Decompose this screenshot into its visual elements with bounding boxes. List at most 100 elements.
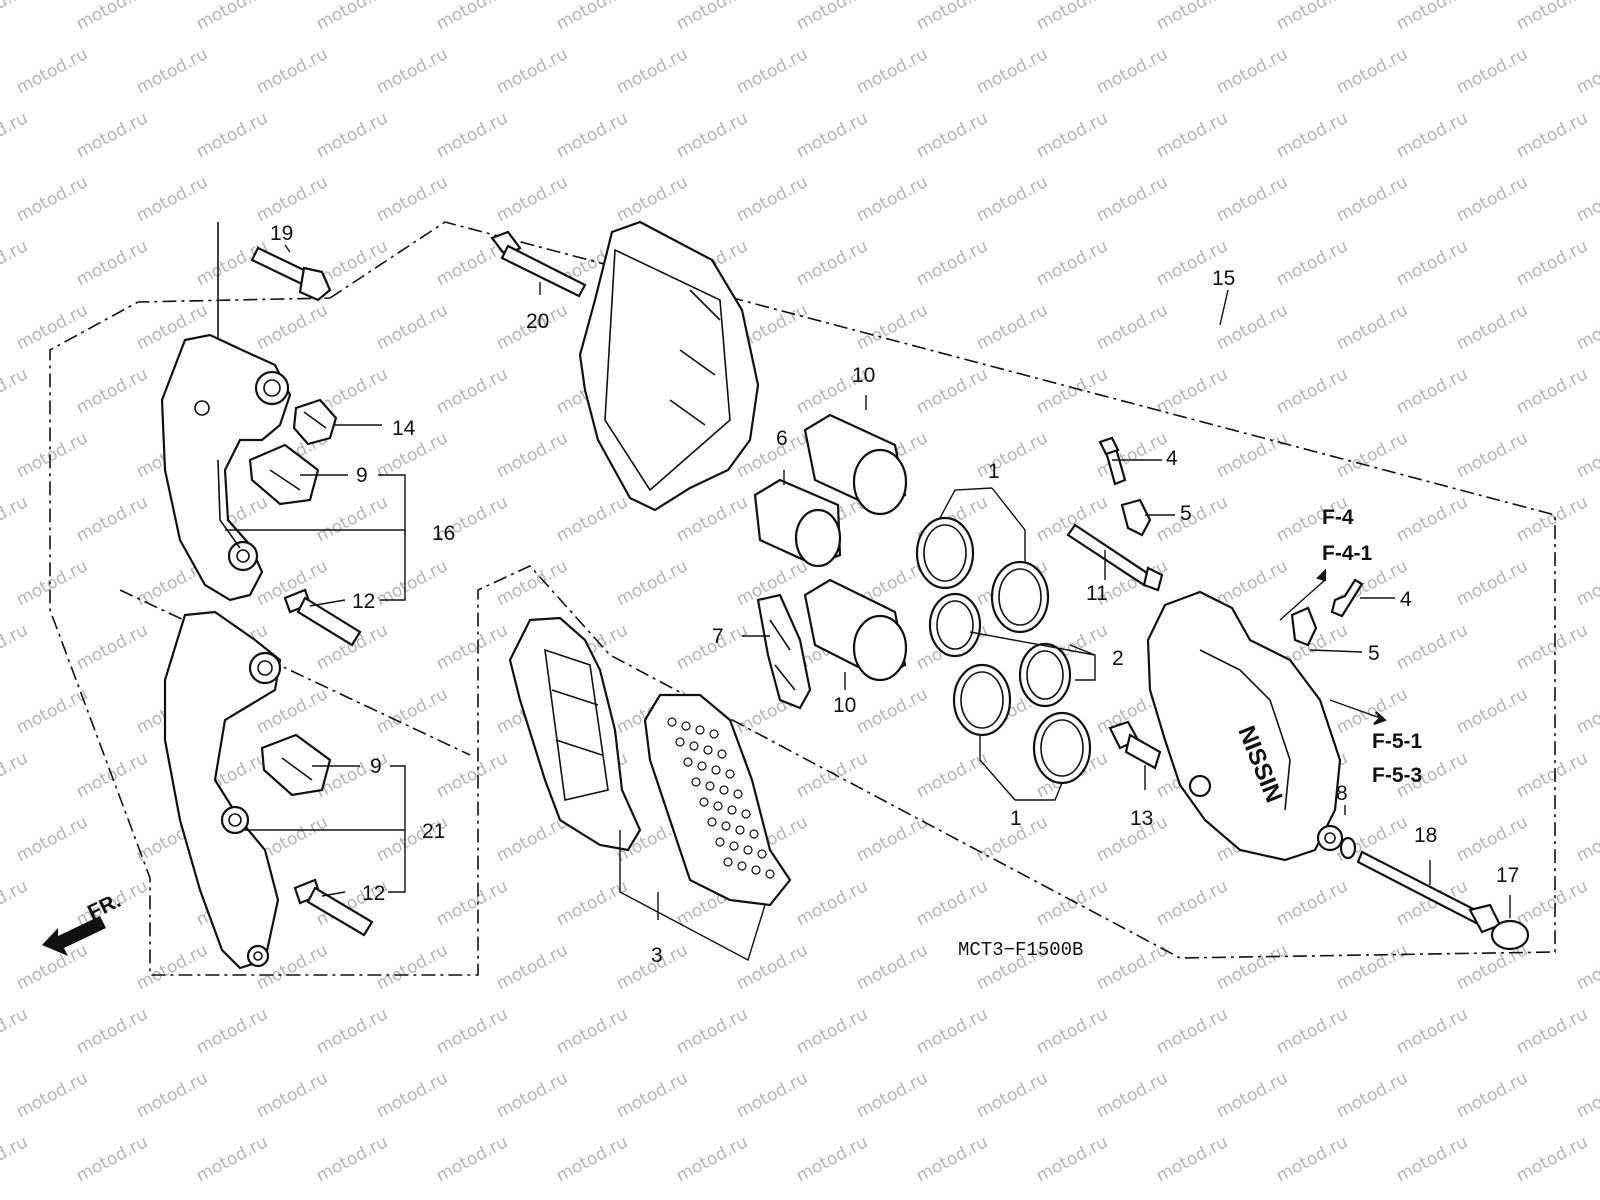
caliper-bracket-upper[interactable] — [160, 333, 292, 602]
pad-hole — [713, 801, 723, 811]
bolt-19[interactable] — [250, 246, 332, 302]
watermark-text: motod.ru — [433, 620, 511, 674]
diagram-code: MCT3−F1500B — [958, 939, 1083, 961]
ref-f-4-1[interactable]: F-4-1 — [1322, 542, 1372, 565]
watermark-text: motod.ru — [1033, 364, 1111, 418]
piston-6[interactable] — [753, 478, 842, 568]
dust-seal-lower[interactable] — [1018, 642, 1072, 708]
dust-seal-upper[interactable] — [928, 592, 982, 658]
watermark-text: motod.ru — [73, 1132, 151, 1186]
watermark-text: motod.ru — [553, 1004, 631, 1058]
piston-seal-upper-a[interactable] — [915, 516, 975, 590]
watermark-text: motod.ru — [1153, 1004, 1231, 1058]
ref-f-4[interactable]: F-4 — [1322, 506, 1354, 529]
pad-hole — [757, 849, 767, 859]
group-outline-bracket — [49, 221, 1556, 976]
label-part-2: 2 — [1112, 647, 1124, 670]
watermark-text: motod.ru — [613, 172, 691, 226]
plug-17[interactable] — [1490, 919, 1530, 951]
watermark-text: motod.ru — [913, 236, 991, 290]
caliper-body[interactable]: NISSIN — [1146, 590, 1344, 862]
watermark-text: motod.ru — [553, 1132, 631, 1186]
pad-spring-7[interactable] — [756, 593, 812, 710]
watermark-text: motod.ru — [1513, 1132, 1591, 1186]
pad-hole — [723, 857, 733, 867]
watermark-text: motod.ru — [433, 108, 511, 162]
bleeder-cap-lower[interactable] — [1290, 606, 1318, 647]
brake-pad-inner[interactable] — [643, 693, 792, 907]
pad-retainer-clip-upper[interactable] — [248, 443, 320, 506]
bolt-20[interactable] — [490, 230, 587, 298]
watermark-text: motod.ru — [1213, 44, 1291, 98]
label-part-8: 8 — [1336, 782, 1348, 805]
watermark-text: motod.ru — [433, 0, 511, 34]
watermark-text: motod.ru — [1393, 0, 1471, 34]
pad-hole — [675, 737, 685, 747]
piston-seal-lower-b[interactable] — [1032, 711, 1092, 785]
watermark-text: motod.ru — [373, 556, 451, 610]
watermark-text: motod.ru — [0, 236, 31, 290]
ref-f-5-1[interactable]: F-5-1 — [1372, 730, 1422, 753]
watermark-text: motod.ru — [1573, 172, 1600, 226]
pin-bolt-18[interactable] — [1356, 850, 1502, 934]
pad-backing-holes — [667, 717, 775, 879]
ref-f-5-3[interactable]: F-5-3 — [1372, 764, 1422, 787]
watermark-text: motod.ru — [1093, 1068, 1171, 1122]
watermark-text: motod.ru — [1213, 300, 1291, 354]
brake-pad-top[interactable] — [578, 220, 760, 512]
watermark-text: motod.ru — [73, 620, 151, 674]
bushing-14[interactable] — [292, 398, 338, 446]
label-part-17: 17 — [1496, 864, 1519, 887]
bleeder-screw-lower[interactable] — [1330, 578, 1364, 618]
watermark-text: motod.ru — [73, 108, 151, 162]
watermark-text: motod.ru — [1033, 1004, 1111, 1058]
piston-10-upper[interactable] — [803, 413, 908, 516]
bleeder-screw-upper[interactable] — [1098, 436, 1127, 486]
watermark-text: motod.ru — [733, 44, 811, 98]
pad-hole — [695, 725, 705, 735]
watermark-text: motod.ru — [973, 300, 1051, 354]
watermark-text: motod.ru — [13, 300, 91, 354]
piston-seal-lower-a[interactable] — [952, 663, 1012, 737]
watermark-text: motod.ru — [1093, 940, 1171, 994]
caliper-bracket-lower[interactable] — [163, 610, 282, 970]
watermark-text: motod.ru — [613, 556, 691, 610]
label-part-9-upper: 9 — [356, 464, 368, 487]
watermark-text: motod.ru — [1333, 428, 1411, 482]
pad-hole — [715, 837, 725, 847]
watermark-text: motod.ru — [493, 1196, 571, 1200]
watermark-text: motod.ru — [913, 1004, 991, 1058]
watermark-text: motod.ru — [1333, 940, 1411, 994]
bleeder-cap-upper[interactable] — [1120, 498, 1152, 537]
watermark-text: motod.ru — [193, 108, 271, 162]
label-part-5-lower: 5 — [1368, 642, 1380, 665]
watermark-text: motod.ru — [673, 492, 751, 546]
slide-pin-upper[interactable] — [283, 588, 362, 647]
slide-pin-lower[interactable] — [293, 878, 374, 937]
watermark-text: motod.ru — [1333, 44, 1411, 98]
piston-10-lower[interactable] — [803, 578, 908, 682]
watermark-text: motod.ru — [793, 108, 871, 162]
watermark-text: motod.ru — [733, 1068, 811, 1122]
label-part-14: 14 — [392, 417, 416, 440]
washer-8[interactable] — [1339, 836, 1357, 860]
watermark-text: motod.ru — [493, 428, 571, 482]
plug-bolt-13[interactable] — [1108, 720, 1162, 770]
label-part-11: 11 — [1086, 582, 1108, 605]
watermark-text: motod.ru — [973, 44, 1051, 98]
piston-seal-upper-b[interactable] — [990, 560, 1050, 634]
label-part-15: 15 — [1212, 267, 1235, 290]
watermark-text: motod.ru — [913, 876, 991, 930]
label-part-10-upper: 10 — [852, 364, 875, 387]
watermark-text: motod.ru — [853, 1196, 931, 1200]
watermark-text: motod.ru — [13, 1068, 91, 1122]
watermark-text: motod.ru — [733, 940, 811, 994]
pad-retainer-clip-lower[interactable] — [260, 733, 332, 797]
watermark-text: motod.ru — [1273, 876, 1351, 930]
pad-hole — [721, 821, 731, 831]
pad-hole — [709, 729, 719, 739]
watermark-text: motod.ru — [133, 44, 211, 98]
watermark-text: motod.ru — [253, 1068, 331, 1122]
brake-pad-outer[interactable] — [508, 616, 642, 852]
pad-pin-11[interactable] — [1066, 523, 1164, 592]
